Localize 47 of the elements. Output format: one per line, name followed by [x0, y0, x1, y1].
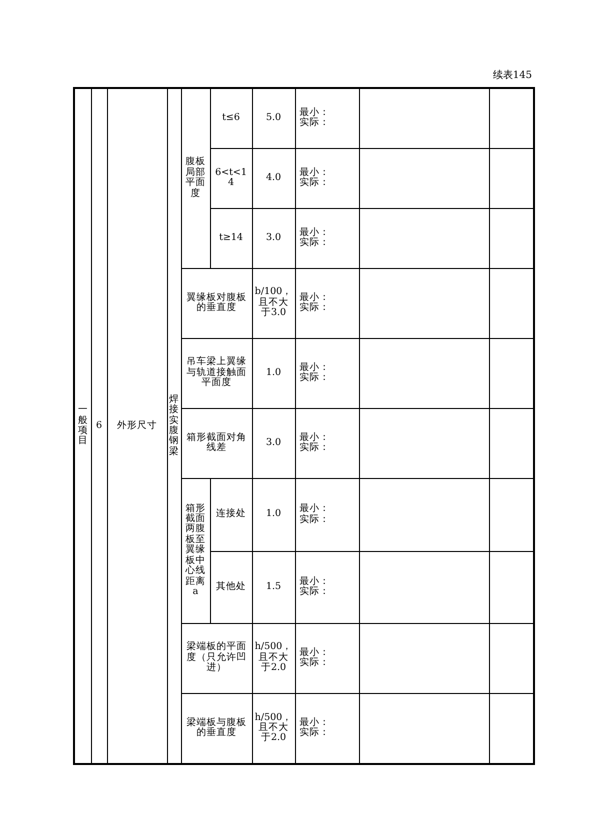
actual-field-label: 实际： — [300, 118, 330, 129]
tolerance-value: h/500，且不大于2.0 — [254, 641, 292, 674]
category-label: 一般项目 — [78, 404, 88, 446]
minimum-field-label: 最小： — [300, 108, 330, 118]
check-item-label: 箱形截面两腹板至翼缘板中心线距离a — [186, 502, 206, 598]
location-label: 其他处 — [216, 580, 246, 592]
actual-field-label: 实际： — [300, 728, 330, 739]
check-item-label: 吊车梁上翼缘与轨道接触面平面度 — [186, 356, 246, 388]
minimum-field-label: 最小： — [300, 648, 330, 658]
actual-field-label: 实际： — [300, 178, 330, 188]
minimum-field-label: 最小： — [300, 504, 330, 514]
minimum-field-label: 最小： — [300, 228, 330, 238]
actual-field-label: 实际： — [300, 238, 330, 248]
thickness-range: t≥14 — [219, 232, 243, 243]
actual-field-label: 实际： — [300, 443, 330, 454]
member-type-label: 焊接实腹钢梁 — [169, 394, 179, 457]
tolerance-value: 1.5 — [266, 580, 282, 592]
check-item-label: 箱形截面对角线差 — [186, 432, 246, 453]
actual-field-label: 实际： — [300, 587, 330, 598]
tolerance-value: 1.0 — [266, 508, 282, 520]
actual-field-label: 实际： — [300, 514, 330, 525]
item-name: 外形尺寸 — [117, 420, 157, 431]
minimum-field-label: 最小： — [300, 292, 330, 303]
tolerance-value: b/100，且不大于3.0 — [254, 286, 292, 318]
minimum-field-label: 最小： — [300, 718, 330, 728]
thickness-range: 6<t<14 — [215, 166, 247, 188]
tolerance-value: 1.0 — [266, 366, 282, 378]
tolerance-value: 3.0 — [266, 436, 282, 448]
thickness-range: t≤6 — [222, 112, 240, 124]
continued-table-number: 续表145 — [492, 68, 532, 82]
check-item-label: 腹板局部平面度 — [186, 156, 206, 199]
check-item-label: 翼缘板对腹板的垂直度 — [186, 292, 246, 313]
tolerance-value: 5.0 — [266, 112, 282, 124]
minimum-field-label: 最小： — [300, 168, 330, 178]
tolerance-value: 3.0 — [266, 232, 282, 243]
minimum-field-label: 最小： — [300, 432, 330, 443]
actual-field-label: 实际： — [300, 373, 330, 384]
check-item-label: 梁端板的平面度（只允许凹进） — [186, 641, 246, 674]
item-number: 6 — [96, 420, 102, 431]
actual-field-label: 实际： — [300, 303, 330, 314]
check-item-label: 梁端板与腹板的垂直度 — [186, 716, 246, 738]
location-label: 连接处 — [216, 508, 246, 520]
minimum-field-label: 最小： — [300, 576, 330, 587]
tolerance-value: 4.0 — [266, 172, 282, 183]
tolerance-value: h/500，且不大于2.0 — [254, 712, 292, 744]
actual-field-label: 实际： — [300, 658, 330, 668]
minimum-field-label: 最小： — [300, 362, 330, 373]
